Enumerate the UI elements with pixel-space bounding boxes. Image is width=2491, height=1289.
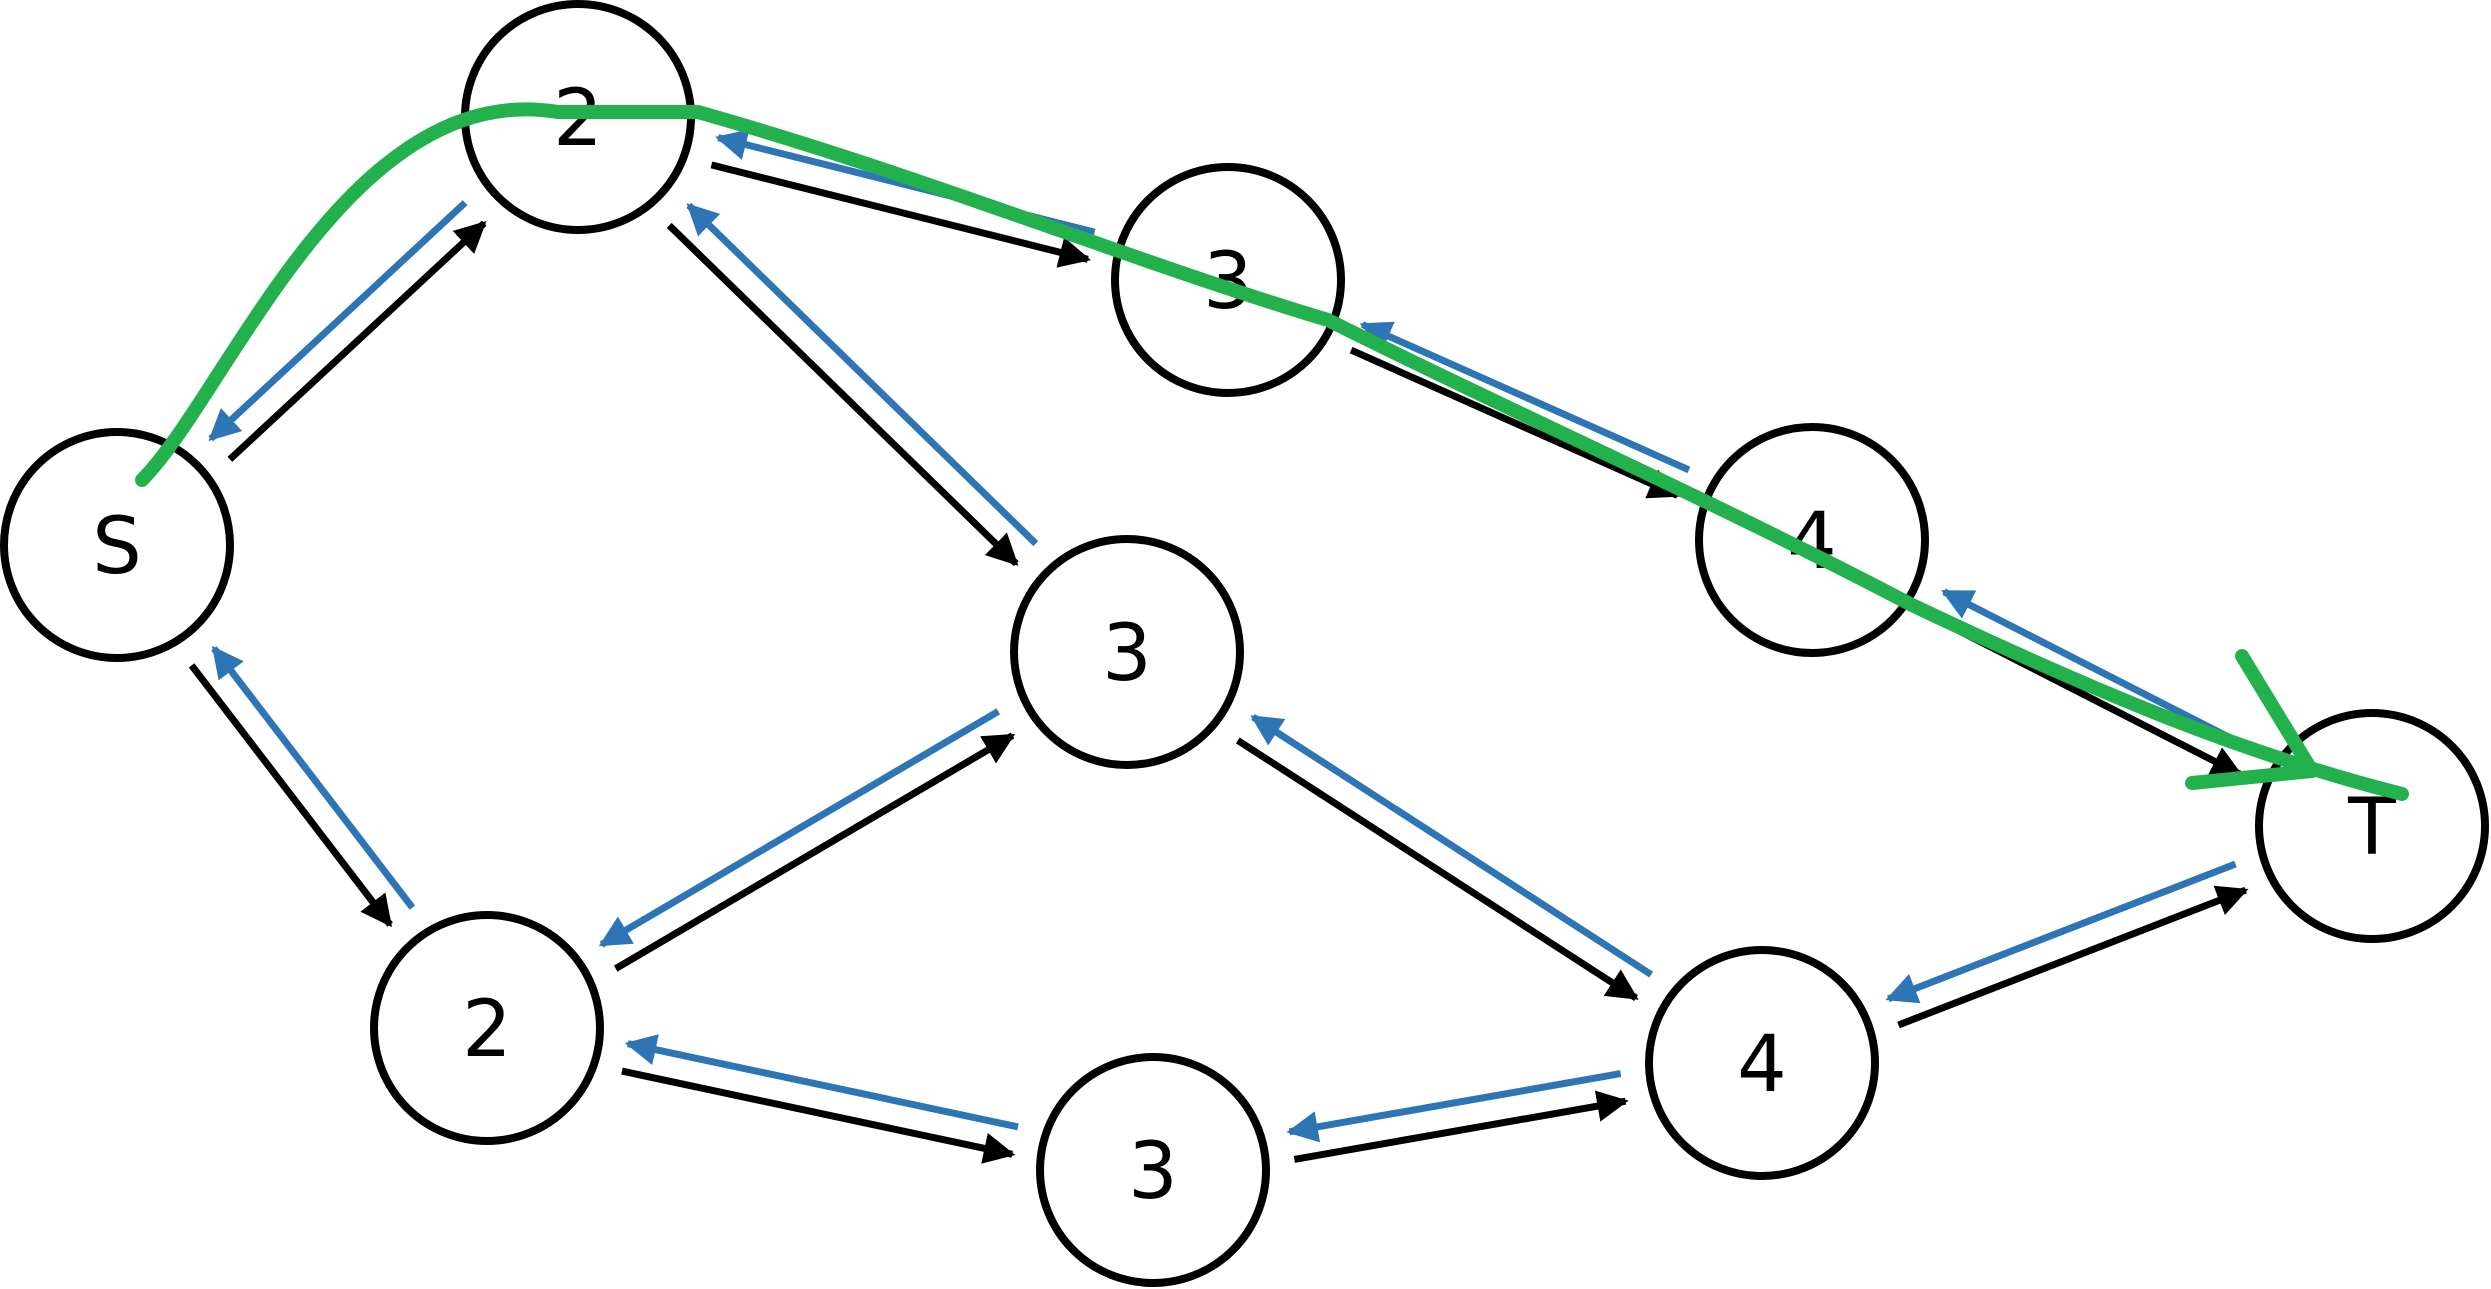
reverse-edge-T-l4 [1885,860,2237,1004]
node-l3: 3 [1036,1053,1270,1287]
reverse-edge-l4-m3 [1250,713,1654,978]
forward-edge-u2-m3 [666,222,1019,567]
forward-edge-l2-l3 [621,1067,1016,1164]
highlight-layer [135,102,2409,801]
node-u4: 4 [1695,423,1929,657]
forward-edge-l3-l4 [1293,1090,1629,1163]
forward-edge-u2-u3 [710,161,1091,268]
forward-edge-S-u2 [227,220,487,462]
highlight-arrowhead [2185,649,2319,790]
node-circle-m3 [1010,535,1244,769]
forward-edge-S-l2 [188,663,393,928]
node-label-l4: 4 [1737,1020,1787,1110]
reverse-edge-l4-l3 [1286,1070,1622,1143]
reverse-edge-l2-S [211,645,416,910]
node-circle-l2 [370,911,604,1145]
node-label-l3: 3 [1128,1127,1178,1217]
reverse-edge-m3-l2 [598,708,1001,948]
highlight-path-line [135,102,2409,801]
node-circle-l3 [1036,1053,1270,1287]
reverse-edge-u2-S [208,200,468,442]
node-m3: 3 [1010,535,1244,769]
forward-edge-l4-T [1897,885,2249,1029]
reverse-edge-m3-u2 [686,202,1039,547]
forward-edge-u3-u4 [1349,346,1681,499]
node-circle-u3 [1111,163,1345,397]
node-label-T: T [2347,783,2396,873]
node-l4: 4 [1645,946,1879,1180]
node-u3: 3 [1111,163,1345,397]
node-circle-S [0,428,234,662]
forward-edge-l2-m3 [613,732,1016,972]
node-circle-u4 [1695,423,1929,657]
node-l2: 2 [370,911,604,1145]
node-label-m3: 3 [1102,609,1152,699]
node-label-l2: 2 [462,985,512,1075]
forward-edge-m3-l4 [1235,737,1639,1002]
node-circle-l4 [1645,946,1879,1180]
reverse-edge-l3-l2 [624,1034,1019,1131]
node-label-S: S [92,502,142,592]
node-S: S [0,428,234,662]
reverse-edge-T-u4 [1941,588,2255,753]
reverse-edge-u4-u3 [1359,321,1691,474]
